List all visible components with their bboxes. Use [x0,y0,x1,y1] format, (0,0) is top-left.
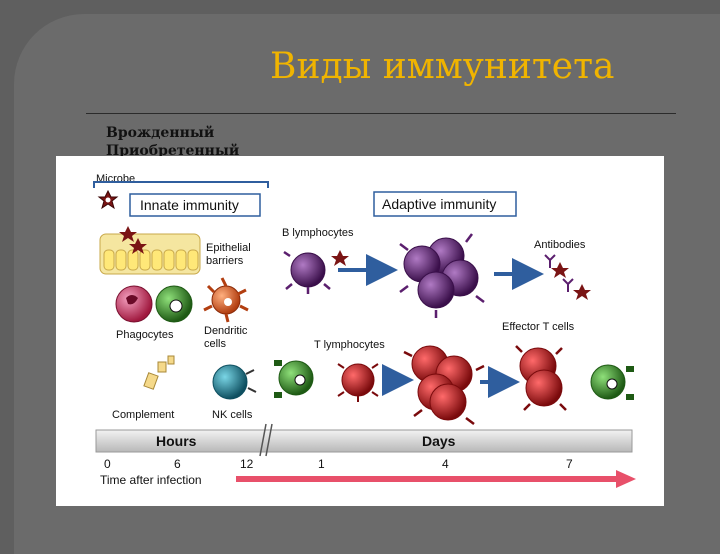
tick-6: 6 [174,457,181,471]
adaptive-header-box [373,191,517,217]
tick-day-7: 7 [566,457,573,471]
phagocytes-label: Phagocytes [116,329,174,341]
time-arrow [236,470,636,488]
b-lymphocytes-label: B lymphocytes [282,227,354,239]
immunity-diagram: Microbe Innate immunity Adaptive immunit… [56,156,664,506]
t-lymphocyte-icon [337,363,379,402]
hours-label: Hours [156,433,197,449]
macrophage-cell-icon [155,285,193,323]
antibodies-icon [544,254,591,300]
dendritic-label-2: cells [204,338,227,350]
antibodies-label: Antibodies [534,239,586,251]
days-label: Days [422,433,456,449]
microbe-icon [97,189,119,210]
bullet-acquired: Приобретенный [106,143,240,159]
t-lymphocytes-label: T lymphocytes [314,339,385,351]
innate-header: Innate immunity [140,197,239,213]
timeline-bar [95,429,633,453]
innate-header-box [129,193,261,217]
dendritic-cell-icon [203,277,249,323]
tick-day-4: 4 [442,457,449,471]
bullet-innate: Врожденный [106,125,215,141]
complement-icon [143,355,175,390]
nk-cell-icon [212,364,257,400]
b-cell-clone-icon [399,233,485,318]
time-caption: Time after infection [100,473,202,487]
microbe-label: Microbe [96,173,135,185]
neutrophil-cell-icon [115,285,153,323]
nk-cells-label: NK cells [212,409,253,421]
antigen-presenting-cell-icon [274,360,314,398]
effector-t-label: Effector T cells [502,321,575,333]
complement-label: Complement [112,409,174,421]
effector-t-cell-icon [515,345,567,411]
tick-0: 0 [104,457,111,471]
tick-day-1: 1 [318,457,325,471]
timeline-break [259,423,273,457]
epithelial-label-2: barriers [206,255,244,267]
slide-title: Виды иммунитета [270,46,615,87]
innate-bracket [93,181,269,188]
epithelial-label-1: Epithelial [206,242,251,254]
dendritic-label-1: Dendritic [204,325,248,337]
epithelial-barrier-icon [99,226,201,275]
tick-12: 12 [240,457,254,471]
b-lymphocyte-icon [283,250,349,294]
title-divider [86,113,676,114]
adaptive-header: Adaptive immunity [382,196,496,212]
t-cell-clone-icon [403,345,485,425]
target-infected-cell-icon [590,364,634,400]
